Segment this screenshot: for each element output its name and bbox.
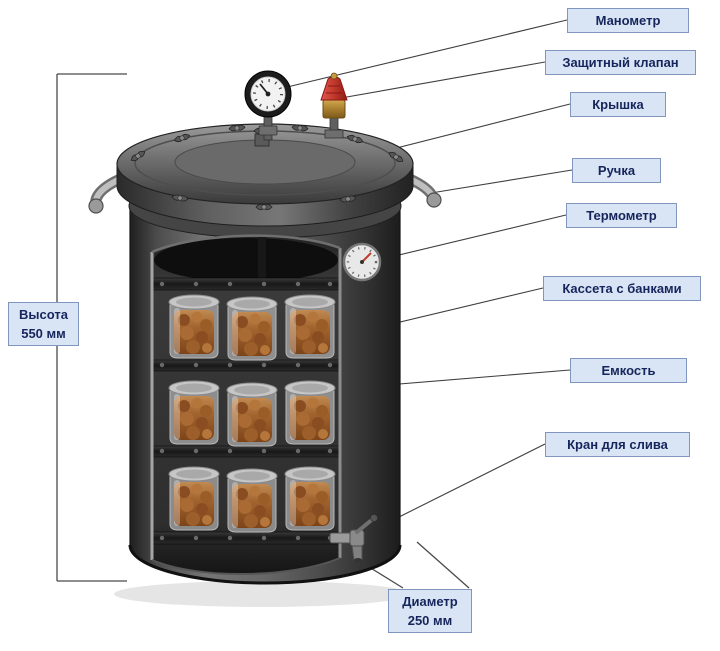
cutaway-interior: [150, 234, 342, 576]
label-handle: Ручка: [572, 158, 661, 183]
lid: [116, 123, 414, 227]
label-height-dimension: Высота 550 мм: [8, 302, 79, 346]
diameter-caption: Диаметр: [402, 594, 458, 609]
floor-shadow: [114, 581, 410, 607]
diameter-value: 250 мм: [407, 613, 453, 628]
label-vessel: Емкость: [570, 358, 687, 383]
label-drain-valve: Кран для слива: [545, 432, 690, 457]
label-manometer: Манометр: [567, 8, 689, 33]
thermometer: [342, 242, 382, 282]
callout-lines: [282, 19, 573, 541]
label-cassette: Кассета с банками: [543, 276, 701, 301]
jars-with-meat: [168, 294, 336, 533]
label-diameter-dimension: Диаметр 250 мм: [388, 589, 472, 633]
height-caption: Высота: [19, 307, 68, 322]
height-value: 550 мм: [21, 326, 66, 341]
drain-tap: [329, 514, 378, 562]
label-thermometer: Термометр: [566, 203, 677, 228]
label-lid: Крышка: [570, 92, 666, 117]
lid-underside: [154, 238, 338, 282]
center-rod: [258, 235, 266, 280]
label-safety-valve: Защитный клапан: [545, 50, 696, 75]
pressure-gauge: [244, 70, 292, 141]
safety-valve: [320, 72, 348, 139]
